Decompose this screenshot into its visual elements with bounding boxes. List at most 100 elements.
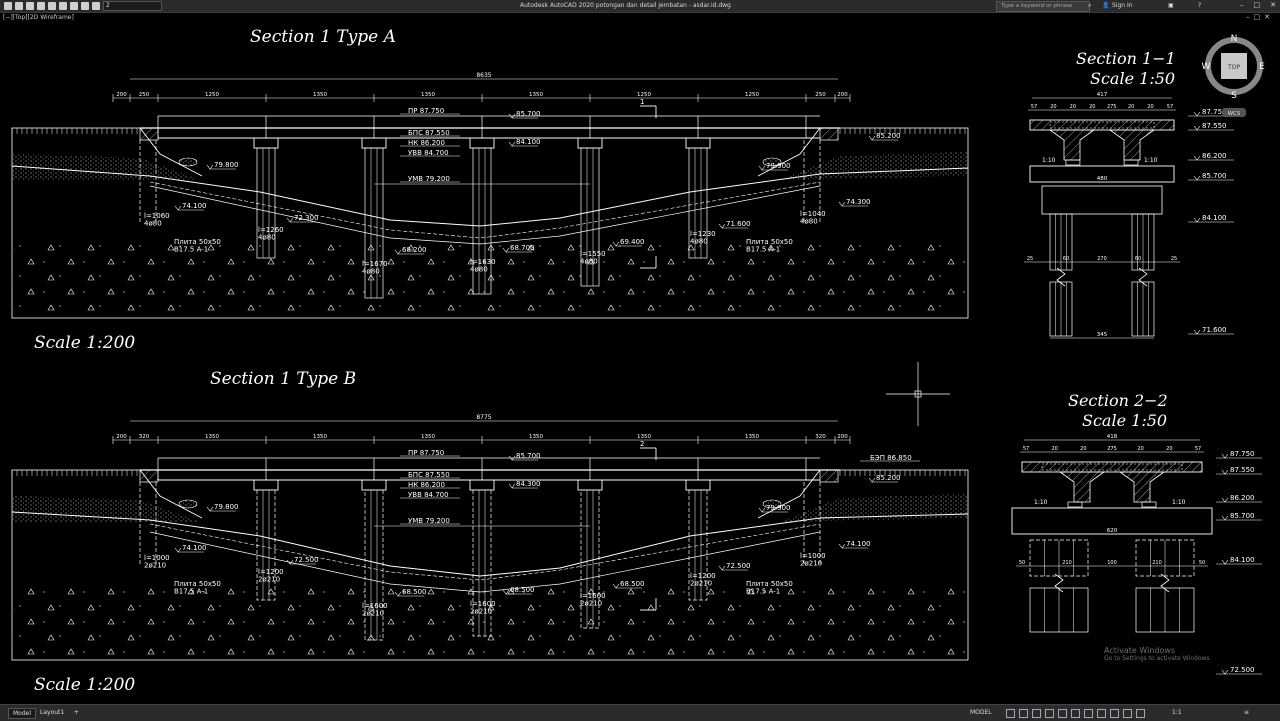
cart-icon[interactable]: ▣ (1168, 2, 1174, 9)
close-icon[interactable]: ✕ (1270, 1, 1276, 9)
saveas-icon[interactable] (37, 2, 45, 10)
pier-cap (469, 479, 495, 491)
elevation-label: 74.100 (182, 544, 207, 552)
search-input[interactable]: Type a keyword or phrase (996, 1, 1090, 12)
elevation-marker (1221, 497, 1229, 503)
pier-pile (256, 147, 276, 259)
elevation-marker (1193, 111, 1201, 117)
riprap (762, 499, 782, 509)
span-dimension-text: 200 (116, 92, 127, 98)
elevation-marker (868, 477, 876, 483)
viewport-controls[interactable]: –□✕ (1246, 13, 1274, 21)
search-icon[interactable]: ⌕ (1088, 2, 1092, 9)
workspace-icon[interactable] (1136, 709, 1145, 718)
annotation-scale[interactable]: 1:1 (1172, 709, 1182, 716)
sediment-right (780, 494, 968, 522)
ortho-icon[interactable] (1032, 709, 1041, 718)
share-icon[interactable] (81, 2, 89, 10)
help-icon[interactable]: ? (1198, 2, 1202, 9)
width-dimension: 480 (1097, 176, 1108, 182)
pier-pile (364, 147, 384, 299)
layer-dropdown[interactable]: 2 (103, 1, 162, 11)
dimension-text: 417 (1097, 92, 1108, 98)
watermark-sub: Go to Settings to activate Windows. (1104, 655, 1212, 662)
scale-label: Scale 1:50 (1090, 69, 1175, 88)
customize-icon[interactable]: ≡ (1244, 709, 1250, 716)
add-layout-icon[interactable]: + (74, 709, 80, 716)
pier-pile (580, 489, 600, 629)
slab-note: Плита 50x50 (174, 238, 221, 246)
scale-label: Scale 1:200 (34, 675, 135, 695)
maximize-icon[interactable]: □ (1253, 1, 1261, 9)
elevation-label: 72.500 (726, 562, 751, 570)
base-dimension: 345 (1097, 332, 1108, 338)
viewport-label[interactable]: [−][Top][2D Wireframe] (3, 14, 74, 21)
transparency-icon[interactable] (1097, 709, 1106, 718)
dimension-text: 57 (1023, 446, 1029, 452)
tab-model[interactable]: Model (8, 708, 37, 719)
span-dimension-text: 1250 (205, 92, 219, 98)
elevation-label: 79.900 (766, 504, 791, 512)
dimension-text: 50 (1019, 560, 1025, 566)
elevation-label: 84.300 (516, 480, 541, 488)
pile-note: l=1550 (580, 250, 606, 258)
tab-layout1[interactable]: Layout1 (40, 709, 65, 716)
minimize-icon[interactable]: – (1240, 1, 1244, 9)
layer-icon[interactable] (92, 2, 100, 10)
snap-icon[interactable] (1019, 709, 1028, 718)
elevation-marker (394, 591, 402, 597)
pile-note: l=1630 (470, 258, 496, 266)
lineweight-icon[interactable] (1084, 709, 1093, 718)
osnap-icon[interactable] (1058, 709, 1067, 718)
level-label: ПР 87.750 (408, 107, 444, 115)
user-icon[interactable]: 👤 (1102, 2, 1110, 9)
elevation-label: 84.100 (1202, 214, 1227, 222)
otrack-icon[interactable] (1071, 709, 1080, 718)
model-space-button[interactable]: MODEL (970, 709, 992, 716)
redo-icon[interactable] (70, 2, 78, 10)
undo-icon[interactable] (59, 2, 67, 10)
new-icon[interactable] (4, 2, 12, 10)
elevation-label: 69.400 (620, 238, 645, 246)
bearing (1065, 159, 1081, 166)
elevation-label: 86.200 (1230, 494, 1255, 502)
abutment-cap (819, 127, 839, 141)
elevation-label: 85.700 (516, 452, 541, 460)
pier-cap (469, 137, 495, 149)
slope-label: 1:10 (1042, 157, 1056, 164)
polar-icon[interactable] (1045, 709, 1054, 718)
deck-reinforcement (1041, 463, 1183, 471)
elevation-marker (1193, 175, 1201, 181)
pile-note: l=1260 (258, 226, 284, 234)
annotation-icon[interactable] (1123, 709, 1132, 718)
open-icon[interactable] (15, 2, 23, 10)
bearing (1141, 501, 1157, 508)
view-cube-top[interactable] (1221, 53, 1247, 79)
dimension-text: 20 (1147, 104, 1153, 110)
elevation-label: 87.550 (1202, 122, 1227, 130)
section-title: Section 1 Type B (210, 369, 356, 389)
pier-pile (688, 489, 708, 601)
selection-cycling-icon[interactable] (1110, 709, 1119, 718)
girder (1058, 471, 1106, 503)
width-dimension: 620 (1107, 528, 1118, 534)
elevation-label: 71.600 (726, 220, 751, 228)
deck-reinforcement (1049, 121, 1155, 129)
riprap (762, 157, 782, 167)
print-icon[interactable] (48, 2, 56, 10)
dimension-text: 275 (1107, 446, 1117, 452)
elevation-marker (1193, 329, 1201, 335)
wcs-menu[interactable] (1222, 108, 1246, 117)
elevation-label: 74.100 (182, 202, 207, 210)
pile-note: 2ø210 (580, 600, 602, 608)
view-cube[interactable]: TOP N S E W WCS (1202, 34, 1266, 117)
save-icon[interactable] (26, 2, 34, 10)
grid-icon[interactable] (1006, 709, 1015, 718)
sign-in-button[interactable]: Sign In (1112, 2, 1133, 9)
pile-note: 2ø210 (258, 576, 280, 584)
section-title: Section 1 Type A (250, 27, 396, 47)
elevation-marker (174, 547, 182, 553)
